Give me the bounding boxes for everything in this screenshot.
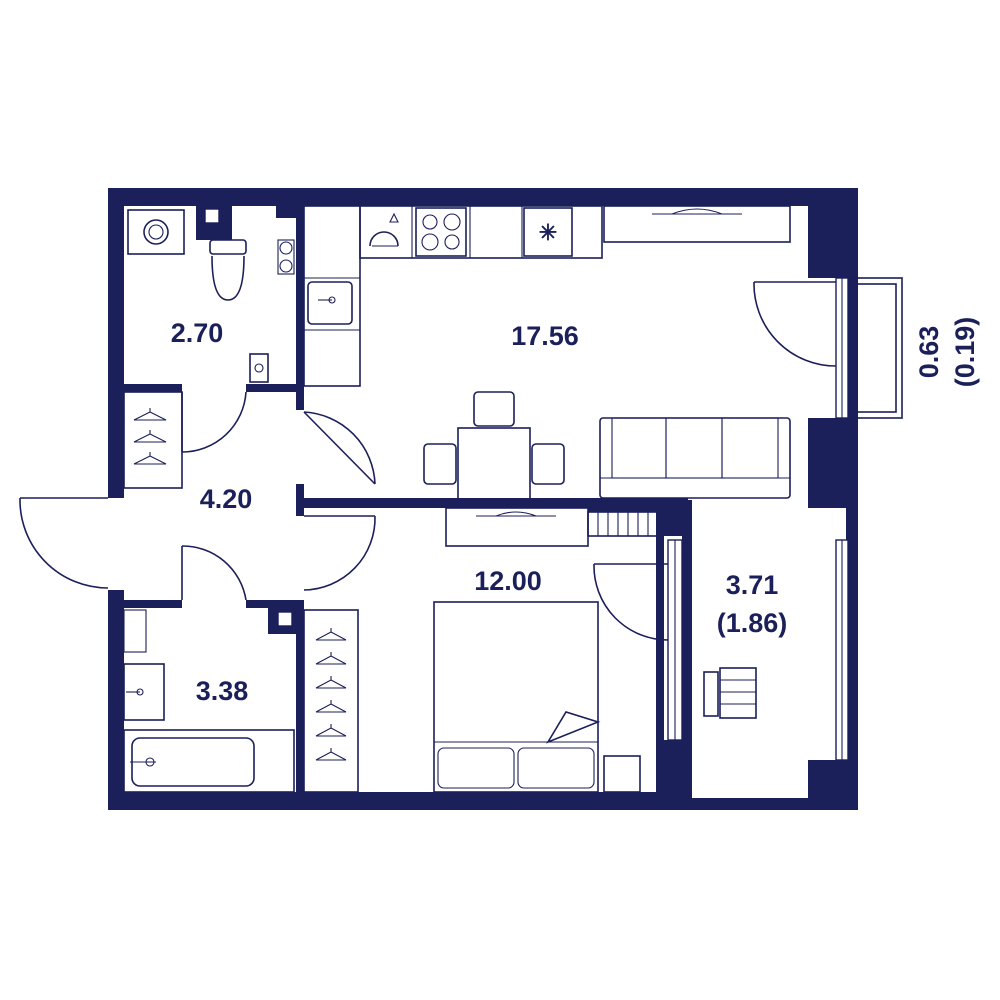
sink-icon	[307, 281, 353, 325]
balcony-reduced-area-label: (0.19)	[950, 317, 980, 388]
dining-table-icon	[423, 391, 565, 501]
kitchen-cabinet	[603, 205, 791, 243]
loggia-area-label: 3.71	[726, 570, 779, 600]
loggia-chair	[703, 667, 757, 719]
pipes	[277, 239, 295, 275]
bedroom-cabinet	[445, 507, 589, 547]
loggia-reduced-area-label: (1.86)	[717, 608, 788, 638]
wardrobe-hanger-icon	[133, 408, 167, 465]
stove-icon	[415, 207, 467, 257]
kitchen-area-label: 17.56	[511, 321, 579, 351]
nightstand	[603, 755, 641, 793]
svg-text:✳: ✳	[539, 220, 557, 245]
washing-machine-icon	[127, 209, 185, 255]
balcony-area-label: 0.63	[914, 326, 944, 379]
kitchen-counter	[303, 205, 603, 387]
walls	[108, 188, 858, 810]
boiler-icon	[249, 353, 269, 383]
bathroom-fixtures	[123, 609, 295, 793]
wardrobe-bedroom	[303, 609, 359, 793]
hood-icon	[369, 212, 399, 247]
bedroom-area-label: 12.00	[474, 566, 542, 596]
doors	[19, 281, 837, 641]
wc-area-label: 2.70	[171, 318, 224, 348]
hallway-area-label: 4.20	[200, 484, 253, 514]
fridge-icon: ✳	[523, 207, 573, 257]
sofa-icon	[599, 417, 791, 499]
wardrobe-hallway	[123, 391, 183, 489]
bed-icon	[433, 601, 601, 793]
balcony	[849, 277, 903, 419]
radiator-icon	[587, 511, 659, 537]
bathroom-area-label: 3.38	[196, 676, 249, 706]
toilet-icon	[209, 239, 247, 301]
windows	[667, 277, 849, 761]
